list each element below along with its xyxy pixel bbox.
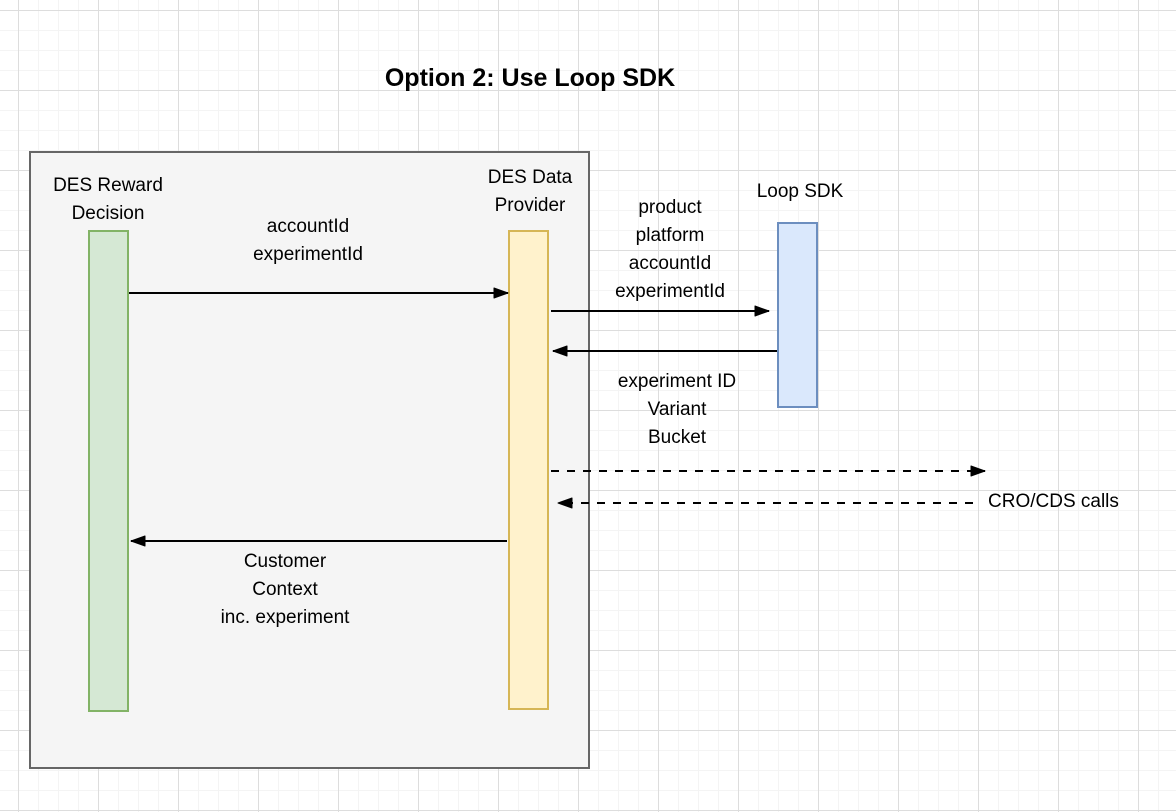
message-label-experiment-id-variant-bucket: experiment ID Variant Bucket (617, 371, 737, 448)
message-label-cro-cds-calls: CRO/CDS calls (988, 491, 1119, 512)
lifeline-label-des-data-provider: DES Data Provider (487, 167, 573, 216)
activation-bar-des-reward-decision[interactable] (88, 230, 129, 712)
page-title: Option 2: Use Loop SDK (384, 64, 676, 92)
lifeline-label-loop-sdk: Loop SDK (756, 181, 844, 202)
message-label-product-platform-accountid-experimentid: product platform accountId experimentId (615, 197, 725, 302)
lifeline-label-des-reward-decision: DES Reward Decision (53, 175, 163, 224)
message-label-customer-context: Customer Context inc. experiment (220, 551, 350, 628)
message-label-accountid-experimentid: accountId experimentId (253, 216, 363, 265)
activation-bar-loop-sdk[interactable] (777, 222, 818, 408)
activation-bar-des-data-provider[interactable] (508, 230, 549, 710)
